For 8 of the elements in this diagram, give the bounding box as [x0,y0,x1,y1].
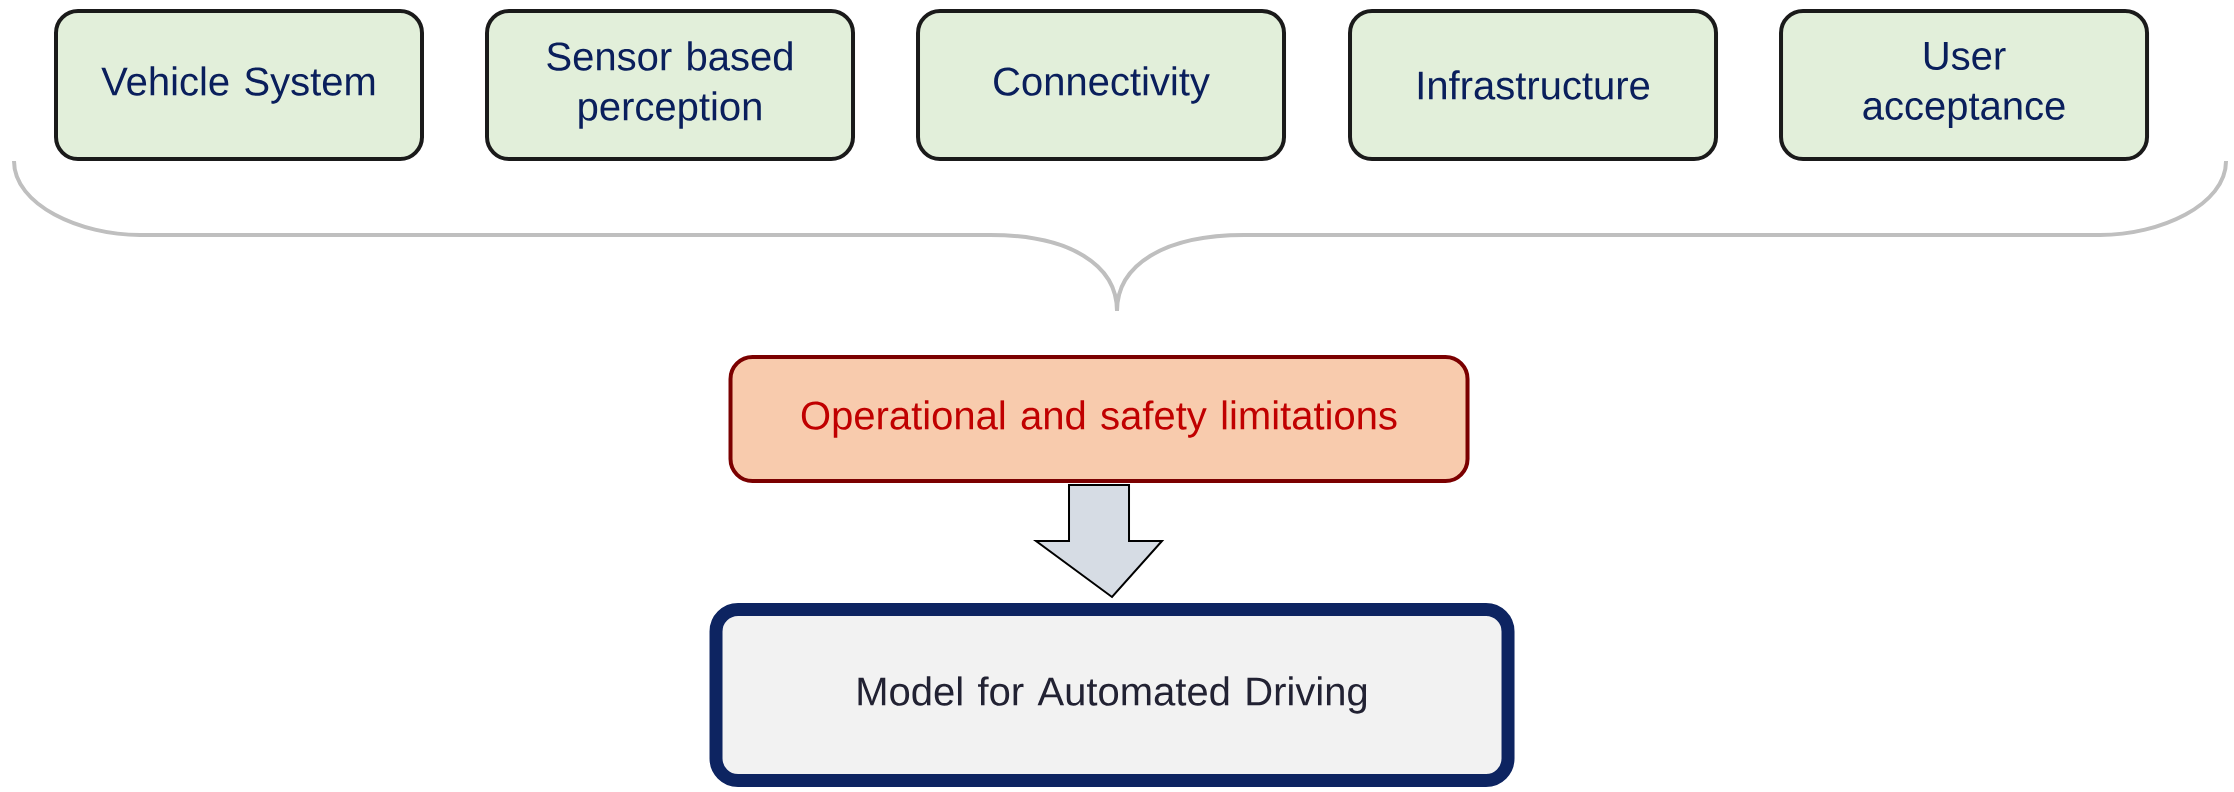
category-box: Vehicle System [54,9,424,161]
model-box: Model for Automated Driving [709,603,1515,787]
block-arrow [1032,484,1165,599]
limitations-box: Operational and safety limitations [728,355,1470,483]
category-box: User acceptance [1779,9,2150,161]
category-box: Sensor based perception [485,9,855,161]
category-box: Infrastructure [1348,9,1718,161]
category-box: Connectivity [916,9,1286,161]
